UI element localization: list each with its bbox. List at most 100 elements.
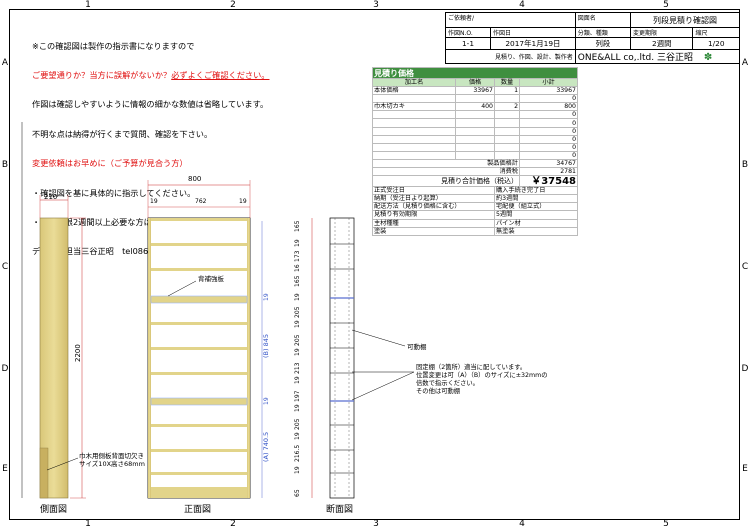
- section-dim-10: 213: [294, 362, 301, 374]
- tax-value: 2781: [519, 167, 578, 177]
- note-line-5: 変更依頼はお早めに（ご予算が見合う方）: [32, 158, 188, 169]
- client-label: ご依頼者/: [448, 15, 475, 22]
- section-dim-8: 205: [294, 334, 301, 346]
- title-block: ご依頼者/ 図面名 列段見積り確認図 作図N.O. 作図日 分類、種類 変更期限…: [445, 12, 741, 64]
- section-dim-12: 197: [294, 390, 301, 402]
- fixed-shelf-note-1: 固定棚（2箇所）適当に配しています。: [416, 362, 526, 371]
- front-view: [147, 180, 263, 499]
- info-value: 無塗装: [494, 226, 578, 236]
- maker-label: 見積り、作図、設計、製作者: [445, 49, 576, 64]
- note-line-4: 不明な点は納得が行くまで質問、確認を下さい。: [32, 128, 213, 139]
- ruler-col-5-bottom: 5: [663, 519, 669, 529]
- back-panel-label: 背補強板: [198, 274, 225, 283]
- section-dim-3: 16: [294, 264, 301, 272]
- drawing-name-label: 図面名: [577, 15, 596, 22]
- note-line-6: ・確認図を基に具体的に指示してください。: [32, 187, 196, 198]
- ruler-col-4: 4: [519, 0, 525, 10]
- top-board: [151, 218, 247, 221]
- right-side-board: [247, 218, 250, 498]
- top-part-dim-right: 19: [239, 198, 247, 205]
- fixed-shelf-b: [150, 295, 248, 304]
- dim-b: (B) 845: [262, 334, 270, 358]
- ruler-col-4-bottom: 4: [519, 519, 525, 529]
- front-frame: [147, 217, 251, 499]
- company-logo-icon: ✽: [703, 52, 713, 63]
- ruler-row-b: B: [1, 160, 9, 170]
- ruler-row-b-right: B: [741, 160, 749, 170]
- skirting-note-1: 巾木用側板背面切欠き: [79, 451, 144, 460]
- section-dim-15: 19: [294, 432, 301, 440]
- shelf-8: [151, 472, 247, 475]
- section-dim-9: 19: [294, 348, 301, 356]
- shelf-6: [151, 424, 247, 427]
- shelf-1: [151, 243, 247, 246]
- fixed-shelf-note-3: 倍数で指示ください。: [416, 378, 479, 387]
- note-line-2: ご要望通りか？当方に誤解がないか？必ずよくご確認ください。: [32, 69, 270, 81]
- section-dim-13: 19: [294, 404, 301, 412]
- front-view-label: 正面図: [184, 504, 211, 515]
- top-part-dim-center: 762: [195, 198, 207, 205]
- fixed-shelf-note-4: その他は可動棚: [416, 386, 460, 395]
- skirting-notch: [39, 447, 49, 499]
- info-row: 塗装無塗装: [372, 226, 578, 236]
- height-dim: 2200: [74, 344, 82, 362]
- section-view: [311, 217, 415, 499]
- section-dim-5: 19: [294, 293, 301, 301]
- shelf-3: [151, 322, 247, 325]
- fixed-shelf-a: [150, 397, 248, 406]
- ruler-col-1: 1: [85, 0, 91, 10]
- fixed-shelf-note-2: 位置変更は可（A）（B）のサイズに±32mmの: [416, 370, 548, 379]
- shelf-4: [151, 347, 247, 350]
- movable-shelf-label: 可動棚: [407, 342, 427, 351]
- side-view-label: 側面図: [40, 503, 67, 515]
- top-part-dim-left: 19: [150, 198, 158, 205]
- left-side-board: [148, 218, 151, 498]
- ruler-col-5: 5: [663, 0, 669, 10]
- ruler-row-c-right: C: [741, 262, 749, 272]
- ruler-row-d: D: [1, 364, 9, 374]
- company-cell: ONE&ALL co,.ltd. 三谷正昭 ✽: [574, 49, 741, 64]
- section-dim-1: 19: [294, 239, 301, 247]
- ruler-row-e-right: E: [742, 464, 748, 474]
- section-dim-18: 65: [294, 489, 301, 497]
- ruler-col-1-bottom: 1: [85, 519, 91, 529]
- section-dim-7: 19: [294, 320, 301, 328]
- note-line-1: ※この確認図は製作の指示書になりますので: [32, 40, 195, 51]
- drawing-frame: [9, 9, 740, 520]
- shelf-2: [151, 268, 247, 271]
- movable-shelf-leader: [351, 329, 406, 347]
- note-line-2a: ご要望通りか？当方に誤解がないか？: [32, 69, 172, 80]
- ruler-row-c: C: [1, 262, 9, 272]
- bottom-plinth: [151, 487, 247, 498]
- side-view: [21, 122, 86, 499]
- ruler-row-a: A: [1, 58, 9, 68]
- shelf-7: [151, 449, 247, 452]
- skirting-note-2: サイズ10X高さ68mm: [79, 459, 145, 468]
- dim-19-a: 19: [263, 397, 270, 405]
- ruler-row-e: E: [2, 464, 8, 474]
- section-dim-6: 205: [294, 306, 301, 318]
- section-view-label: 断面図: [326, 503, 353, 515]
- ruler-col-3-bottom: 3: [373, 519, 379, 529]
- section-frame: [329, 217, 355, 499]
- ruler-col-2: 2: [230, 0, 236, 10]
- shelf-5: [151, 372, 247, 375]
- section-dim-14: 205: [294, 418, 301, 430]
- ruler-col-3: 3: [373, 0, 379, 10]
- back-panel-leader: [167, 280, 197, 297]
- note-line-7: ・変更期限2週間以上必要な方はご連絡ください。: [32, 216, 218, 227]
- section-dim-17: 19: [294, 466, 301, 474]
- ruler-row-d-right: D: [741, 364, 749, 374]
- skirting-leader: [46, 457, 79, 471]
- section-dim-4: 165: [294, 275, 301, 287]
- width-dim: 800: [188, 175, 201, 183]
- section-dim-11: 19: [294, 376, 301, 384]
- ruler-row-a-right: A: [741, 58, 749, 68]
- company-name: ONE&ALL co,.ltd. 三谷正昭: [577, 53, 693, 63]
- note-line-2b: 必ずよくご確認ください。: [171, 69, 270, 80]
- table-row: 0: [372, 118, 578, 128]
- section-dim-0: 165: [294, 220, 301, 232]
- dim-a: (A) 740.5: [262, 432, 270, 462]
